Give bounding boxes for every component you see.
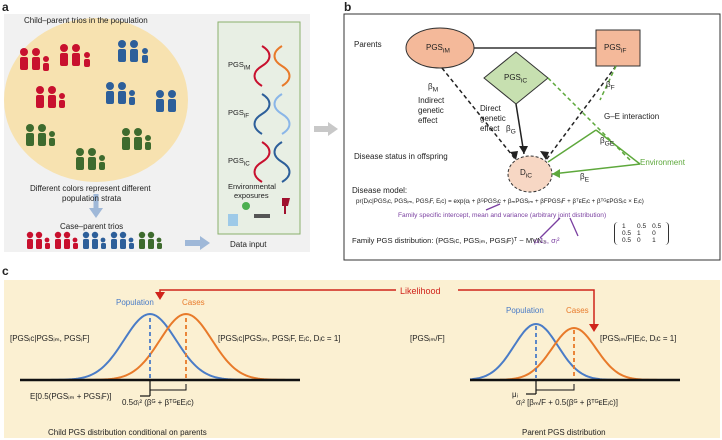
case-parent-label: Case–parent trios <box>60 222 124 231</box>
beta-e-label: βE <box>580 172 590 184</box>
edge-ic-env <box>547 77 631 161</box>
family-blue-1 <box>118 40 148 63</box>
edge-ic-dic <box>515 103 525 155</box>
expectation-left: E[0.5(PGSᵢₘ + PGSᵢF)] <box>30 392 112 401</box>
cigarette-icon <box>254 214 270 218</box>
caption-right: Parent PGS distribution <box>522 428 606 437</box>
ge-interaction-label: G–E interaction <box>604 112 660 121</box>
panel-c-bg <box>4 280 720 438</box>
cond-cases-left: [PGSᵢᴄ|PGSᵢₘ, PGSᵢF, Eᵢᴄ, Dᵢᴄ = 1] <box>218 334 341 343</box>
family-intercept-note: Family specific intercept, mean and vari… <box>398 212 607 219</box>
cases-right-label: Cases <box>566 306 589 315</box>
dna-im-icon <box>253 45 291 87</box>
right-arrow-a <box>185 236 210 250</box>
family-blue-3 <box>156 90 176 112</box>
direct-3: effect <box>480 124 500 133</box>
family-red-3 <box>36 86 65 108</box>
node-dic-label: DiC <box>520 168 533 180</box>
node-ic-label: PGSiC <box>504 73 528 85</box>
mvn-mu: μᵢ1₃, σᵢ² <box>534 236 560 245</box>
parents-label: Parents <box>354 40 382 49</box>
indirect-1: Indirect <box>418 96 445 105</box>
likelihood-label: Likelihood <box>400 286 441 296</box>
population-left-label: Population <box>116 298 154 307</box>
beta-m-label: βM <box>428 82 439 94</box>
pgs-im-label: PGSiM <box>228 60 251 72</box>
cond-cases-right: [PGSᵢₘ/F|Eᵢᴄ, Dᵢᴄ = 1] <box>600 334 677 343</box>
colors-note-2: population strata <box>62 194 122 203</box>
beta-g-label: βG <box>506 124 516 136</box>
trios-title: Child–parent trios in the population <box>24 16 148 25</box>
family-red-2 <box>60 44 90 67</box>
disease-model-label: Disease model: <box>352 186 408 195</box>
edge-if-ge <box>599 65 617 101</box>
indirect-2: genetic <box>418 106 444 115</box>
direct-2: genetic <box>480 114 506 123</box>
dna-ic-icon <box>253 141 291 183</box>
edge-env-dic <box>551 163 641 175</box>
right-distribution <box>469 322 680 395</box>
apple-icon <box>242 202 250 210</box>
edge-ge-env <box>595 129 641 165</box>
model-formula: pr(Dᵢᴄ|PGSᵢᴄ, PGSᵢₘ, PGSᵢF, Eᵢᴄ) = exp(α… <box>356 198 644 205</box>
disease-status-label: Disease status in offspring <box>354 152 448 161</box>
cond-pop-right: [PGSᵢₘ/F] <box>410 334 445 343</box>
indirect-3: effect <box>418 116 438 125</box>
family-green-2 <box>76 148 105 170</box>
left-distribution <box>20 312 300 397</box>
cases-left-label: Cases <box>182 298 205 307</box>
env-exposures-2: exposures <box>234 191 269 200</box>
panel-b-label: b <box>344 0 352 14</box>
medication-icon <box>228 214 238 226</box>
family-green-3 <box>122 128 151 150</box>
node-im-label: PGSiM <box>426 43 450 55</box>
caption-left: Child PGS distribution conditional on pa… <box>48 428 207 437</box>
beta-f-label: βF <box>606 80 615 92</box>
panel-b-box <box>343 13 721 261</box>
environment-label: Environment <box>640 158 685 167</box>
data-input-label: Data input <box>230 240 267 249</box>
family-green-1 <box>26 124 55 146</box>
population-right-label: Population <box>506 306 544 315</box>
edge-if-dic <box>545 65 617 161</box>
shift-left: 0.5σᵢ² (βᴳ + βᵀᴳᴇEᵢᴄ) <box>122 398 194 407</box>
panel-c-label: c <box>2 264 9 278</box>
wine-icon <box>282 198 290 214</box>
edge-ge-dic <box>547 129 597 163</box>
env-exposures-1: Environmental <box>228 182 276 191</box>
node-if-label: PGSiF <box>604 43 627 55</box>
family-red-1 <box>20 48 49 71</box>
cond-pop-left: [PGSᵢᴄ|PGSᵢₘ, PGSᵢF] <box>10 334 90 343</box>
direct-1: Direct <box>480 104 501 113</box>
dna-if-icon <box>253 93 291 135</box>
colors-note-1: Different colors represent different <box>30 184 151 193</box>
edge-im-dic <box>441 67 517 161</box>
case-trio-row <box>26 231 162 249</box>
mu-right: μᵢ <box>512 390 518 399</box>
node-if-shape <box>595 29 641 67</box>
pgs-ic-label: PGSiC <box>228 156 250 168</box>
beta-ge-label: βGE <box>600 136 615 148</box>
family-dist-label: Family PGS distribution: (PGSᵢᴄ, PGSᵢₘ, … <box>352 236 546 245</box>
panel-a-label: a <box>2 0 9 14</box>
family-blue-2 <box>106 82 135 105</box>
pgs-if-label: PGSiF <box>228 108 250 120</box>
shift-right: σᵢ² [βₘ/F + 0.5(βᴳ + βᵀᴳᴇEᵢᴄ)] <box>516 398 619 407</box>
right-arrow-ab <box>314 122 338 136</box>
